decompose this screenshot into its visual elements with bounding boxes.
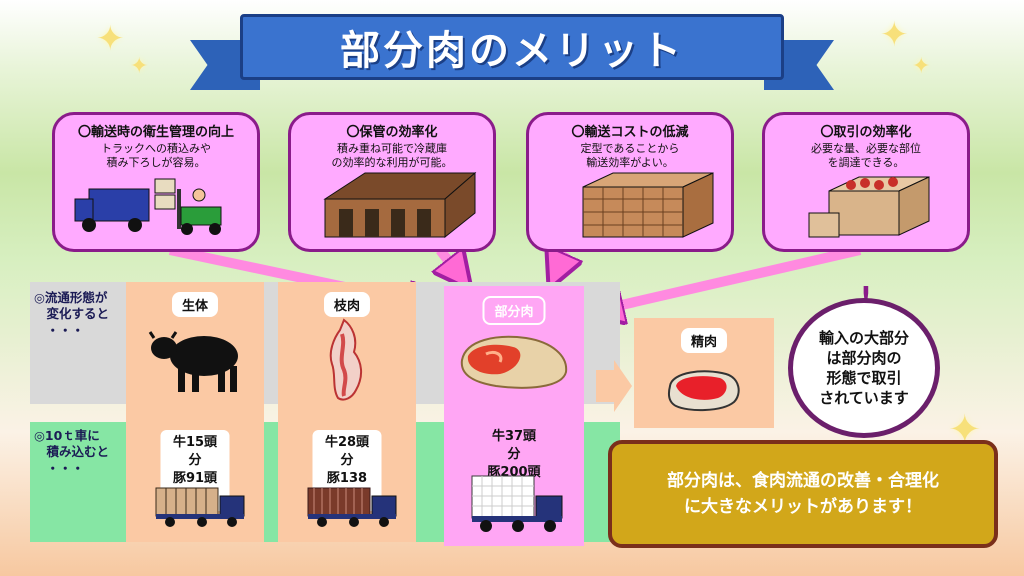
column-tag: 精肉: [680, 328, 728, 353]
arrow-merit-4: [600, 245, 862, 310]
page-title: 部分肉のメリット: [340, 28, 684, 74]
warehouse-icon: [323, 171, 477, 239]
merit-desc: 必要な量、必要な部位 を調達できる。: [811, 142, 921, 169]
merit-title: 〇輸送時の衛生管理の向上: [77, 125, 234, 140]
meat-crate-icon: [808, 176, 930, 238]
import-note: 輸入の大部分 は部分肉の 形態で取引 されています: [788, 298, 940, 438]
loading-row-label: ◎10ｔ車に 積み込むと ・・・: [34, 428, 110, 476]
flow-arrow-icon: [596, 360, 632, 412]
cattle-truck-icon: [155, 487, 245, 527]
column-tag: 生体: [171, 292, 219, 317]
merit-title: 〇輸送コストの低減: [571, 125, 689, 140]
live-animal-column: 生体 牛15頭分 豚91頭分: [126, 282, 264, 542]
primal-cut-column: 部分肉 牛37頭分 豚200頭分: [444, 286, 584, 546]
steak-icon: [667, 370, 740, 412]
merit-title: 〇保管の効率化: [346, 125, 438, 140]
sparkle-icon: ✦: [130, 54, 149, 79]
column-tag: 部分肉: [482, 296, 546, 325]
retail-meat-box: 精肉: [634, 318, 774, 428]
sparkle-icon: ✦: [880, 15, 909, 55]
distribution-row-label: ◎流通形態が 変化すると ・・・: [34, 290, 110, 338]
title-banner: 部分肉のメリット: [240, 14, 784, 80]
sparkle-icon: ✦: [912, 54, 931, 79]
sparkle-icon: ✦: [96, 19, 125, 59]
merit-trade-box: 〇取引の効率化 必要な量、必要な部位 を調達できる。: [762, 112, 970, 252]
stacked-boxes-icon: [582, 172, 714, 238]
merit-storage-box: 〇保管の効率化 積み重ね可能で冷蔵庫 の効率的な利用が可能。: [288, 112, 496, 252]
summary-box: 部分肉は、食肉流通の改善・合理化 に大きなメリットがあります！: [608, 440, 998, 548]
carcass-truck-icon: [307, 487, 397, 527]
primal-cut-icon: [460, 335, 568, 389]
carcass-icon: [329, 318, 362, 401]
primal-cut-truck-icon: [471, 475, 563, 532]
merit-hygiene-box: 〇輸送時の衛生管理の向上 トラックへの積込みや 積み下ろしが容易。: [52, 112, 260, 252]
merit-desc: 積み重ね可能で冷蔵庫 の効率的な利用が可能。: [331, 142, 453, 169]
column-tag: 枝肉: [323, 292, 371, 317]
merit-desc: 定型であることから 輸送効率がよい。: [580, 142, 680, 169]
truck-forklift-icon: [74, 178, 222, 235]
carcass-column: 枝肉 牛28頭分 豚138頭分: [278, 282, 416, 542]
merit-desc: トラックへの積込みや 積み下ろしが容易。: [101, 142, 211, 169]
arrow-merit-3: [555, 252, 565, 275]
cow-icon: [148, 331, 238, 392]
merit-title: 〇取引の効率化: [820, 125, 912, 140]
merit-transport-cost-box: 〇輸送コストの低減 定型であることから 輸送効率がよい。: [526, 112, 734, 252]
exclamation-icon: !: [860, 282, 872, 312]
arrow-merit-2: [440, 250, 462, 278]
